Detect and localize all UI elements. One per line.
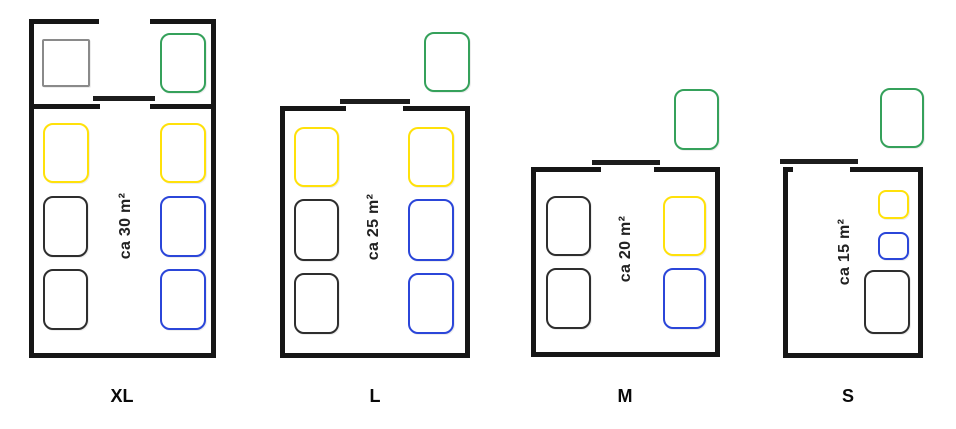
wall-left xyxy=(29,19,34,358)
door-leaf xyxy=(93,96,155,101)
storage-box-yellow xyxy=(878,190,909,219)
wall-top-right-segment xyxy=(403,106,470,111)
wall-right xyxy=(715,167,720,357)
storage-box-black xyxy=(546,196,591,256)
wall-right xyxy=(211,19,216,358)
wall-left xyxy=(280,106,285,358)
storage-box-green xyxy=(674,89,719,150)
storage-box-black xyxy=(546,268,591,329)
storage-box-green xyxy=(424,32,470,92)
divider-wall-left-segment xyxy=(29,104,100,109)
wall-right xyxy=(918,167,923,358)
wall-top-right-segment xyxy=(150,19,216,24)
wall-bottom xyxy=(29,353,216,358)
wall-top-left-segment xyxy=(29,19,99,24)
wall-right xyxy=(465,106,470,358)
area-label-s: ca 15 m² xyxy=(836,218,853,286)
wall-left xyxy=(531,167,536,357)
door-leaf xyxy=(592,160,660,165)
area-label-m: ca 20 m² xyxy=(617,215,634,283)
storage-box-yellow xyxy=(408,127,454,187)
storage-box-black xyxy=(43,196,88,257)
unit-label-xl: XL xyxy=(110,386,134,406)
storage-box-black xyxy=(43,269,88,330)
storage-box-green xyxy=(160,33,206,93)
door-leaf xyxy=(340,99,410,104)
wall-top-left-segment xyxy=(531,167,601,172)
unit-label-m: M xyxy=(617,386,633,406)
storage-box-yellow xyxy=(663,196,706,256)
area-label-xl: ca 30 m² xyxy=(117,192,134,260)
wall-bottom xyxy=(531,352,720,357)
wall-top-right-segment xyxy=(654,167,720,172)
area-label-l: ca 25 m² xyxy=(365,193,382,261)
unit-label-l: L xyxy=(369,386,381,406)
storage-box-blue xyxy=(160,196,206,257)
door-leaf xyxy=(780,159,858,164)
storage-box-black xyxy=(864,270,910,334)
storage-box-yellow xyxy=(160,123,206,183)
storage-box-black xyxy=(294,199,339,261)
storage-box-green xyxy=(880,88,924,148)
storage-box-blue xyxy=(408,199,454,261)
storage-box-blue xyxy=(160,269,206,330)
wall-bottom xyxy=(783,353,923,358)
storage-box-black xyxy=(294,273,339,334)
unit-label-s: S xyxy=(841,386,855,406)
storage-box-gray xyxy=(42,39,90,87)
wall-top-left-segment xyxy=(280,106,346,111)
storage-box-yellow xyxy=(294,127,339,187)
storage-box-yellow xyxy=(43,123,89,183)
storage-box-blue xyxy=(878,232,909,260)
wall-top-left-stub xyxy=(783,167,793,172)
wall-bottom xyxy=(280,353,470,358)
wall-top-right-segment xyxy=(850,167,923,172)
storage-box-blue xyxy=(663,268,706,329)
storage-box-blue xyxy=(408,273,454,334)
wall-left xyxy=(783,167,788,358)
divider-wall-right-segment xyxy=(150,104,216,109)
